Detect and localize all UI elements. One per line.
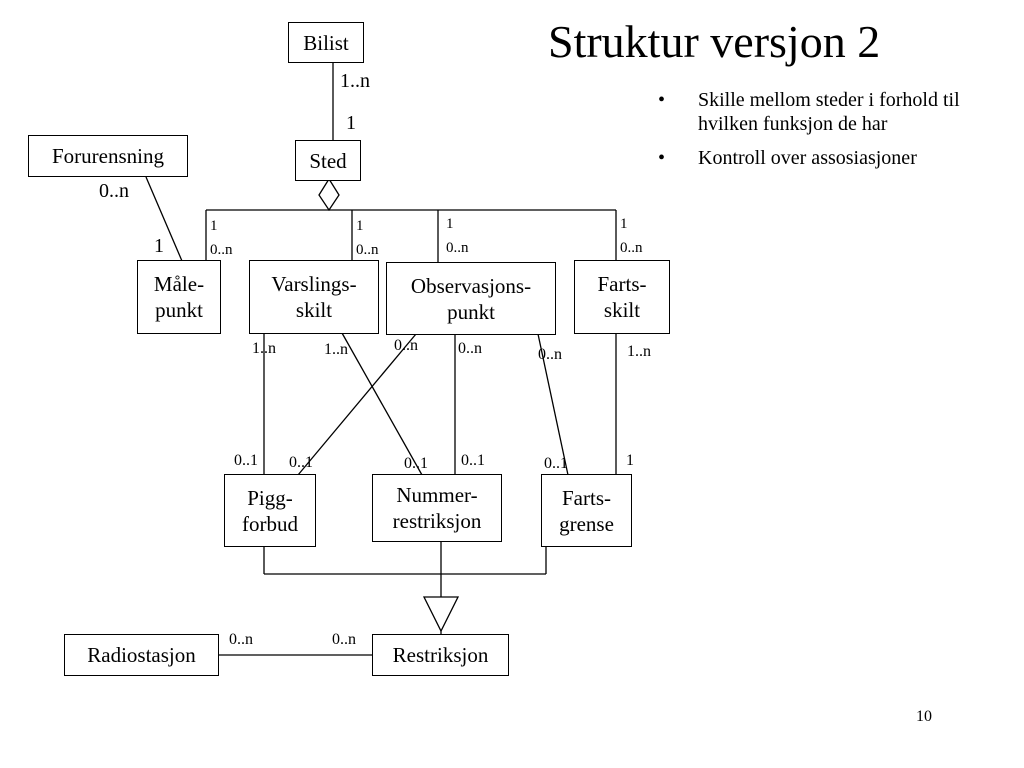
- box-bilist: Bilist: [288, 22, 364, 63]
- generalization-triangle: [422, 596, 460, 633]
- box-sted: Sted: [295, 140, 361, 181]
- mult-observasjon-pigg: 0..n: [394, 337, 418, 354]
- box-fartsskilt-line2: skilt: [603, 298, 641, 322]
- mult-sted-varsling-one: 1: [356, 218, 364, 234]
- box-restriksjon: Restriksjon: [372, 634, 509, 676]
- bullet-list: • Skille mellom steder i forhold til hvi…: [658, 88, 998, 180]
- box-forurensning: Forurensning: [28, 135, 188, 177]
- mult-sted-observasjon-one: 1: [446, 216, 454, 232]
- box-piggforbud: Pigg- forbud: [224, 474, 316, 547]
- page-number: 10: [916, 708, 932, 725]
- mult-sted-observasjon-many: 0..n: [446, 240, 469, 256]
- box-piggforbud-line1: Pigg-: [247, 485, 293, 510]
- box-observasjonspunkt-line1: Observasjons-: [410, 273, 532, 298]
- mult-varsling-pigg: 1..n: [252, 340, 276, 357]
- mult-bilist-sted-bottom: 1: [346, 112, 356, 134]
- mult-sted-fartsskilt-many: 0..n: [620, 240, 643, 256]
- box-varslingsskilt-line2: skilt: [295, 298, 333, 322]
- mult-sted-varsling-many: 0..n: [356, 242, 379, 258]
- mult-observasjon-nummer: 0..n: [458, 340, 482, 357]
- bullet-text: Kontroll over assosiasjoner: [698, 147, 917, 169]
- connector-varsling-nummer: [341, 332, 423, 476]
- mult-bilist-sted-top: 1..n: [340, 70, 370, 92]
- box-malepunkt-line2: punkt: [155, 298, 203, 322]
- bullet-dot: •: [658, 147, 666, 169]
- mult-observasjon-fartsgrense: 0..n: [538, 346, 562, 363]
- box-fartsgrense-line1: Farts-: [562, 485, 611, 510]
- mult-fartsgrense-from-fartsskilt: 1: [626, 452, 634, 469]
- slide-title: Struktur versjon 2: [548, 16, 881, 67]
- connector-observasjon-pigg: [297, 333, 417, 476]
- mult-restriksjon-end: 0..n: [332, 631, 356, 648]
- box-radiostasjon-label: Radiostasjon: [87, 643, 196, 667]
- mult-radiostasjon-end: 0..n: [229, 631, 253, 648]
- bullet-item: • Kontroll over assosiasjoner: [658, 146, 998, 170]
- box-sted-label: Sted: [309, 148, 347, 173]
- bullet-item: • Skille mellom steder i forhold til hvi…: [658, 88, 998, 136]
- box-forurensning-label: Forurensning: [52, 144, 164, 168]
- aggregation-diamond: [318, 177, 340, 212]
- mult-sted-fartsskilt-one: 1: [620, 216, 628, 232]
- box-restriksjon-label: Restriksjon: [392, 643, 489, 667]
- bullet-text: Skille mellom steder i forhold til hvilk…: [698, 89, 960, 135]
- box-observasjonspunkt: Observasjons- punkt: [386, 262, 556, 335]
- box-fartsskilt-line1: Farts-: [597, 272, 647, 296]
- mult-sted-malepunkt-many: 0..n: [210, 242, 233, 258]
- box-varslingsskilt-line1: Varslings-: [271, 272, 357, 296]
- bullet-dot: •: [658, 89, 666, 111]
- mult-malepunkt-forurensning: 1: [154, 235, 164, 257]
- box-nummerrestriksjon-line2: restriksjon: [392, 509, 482, 533]
- mult-nummer-from-observasjon: 0..1: [461, 452, 485, 469]
- mult-fartsskilt-fartsgrense: 1..n: [627, 343, 651, 360]
- mult-fartsgrense-from-observasjon: 0..1: [544, 455, 568, 472]
- box-piggforbud-line2: forbud: [242, 511, 298, 536]
- box-bilist-label: Bilist: [303, 30, 349, 55]
- box-varslingsskilt: Varslings- skilt: [249, 260, 379, 334]
- box-radiostasjon: Radiostasjon: [64, 634, 219, 676]
- box-nummerrestriksjon: Nummer- restriksjon: [372, 474, 502, 542]
- mult-forurensning: 0..n: [99, 180, 129, 202]
- box-observasjonspunkt-line2: punkt: [447, 299, 495, 324]
- box-fartsgrense-line2: grense: [559, 511, 614, 536]
- box-nummerrestriksjon-line1: Nummer-: [396, 483, 478, 507]
- connector-forurensning-malepunkt: [145, 176, 183, 262]
- box-fartsskilt: Farts- skilt: [574, 260, 670, 334]
- mult-sted-malepunkt-one: 1: [210, 218, 218, 234]
- connector-observasjon-fartsgrense: [537, 333, 569, 476]
- box-malepunkt: Måle- punkt: [137, 260, 221, 334]
- mult-pigg-from-varsling: 0..1: [234, 452, 258, 469]
- box-fartsgrense: Farts- grense: [541, 474, 632, 547]
- box-malepunkt-line1: Måle-: [153, 272, 205, 296]
- mult-pigg-from-observasjon: 0..1: [289, 454, 313, 471]
- mult-nummer-from-varsling: 0..1: [404, 455, 428, 472]
- mult-varsling-nummer: 1..n: [324, 341, 348, 358]
